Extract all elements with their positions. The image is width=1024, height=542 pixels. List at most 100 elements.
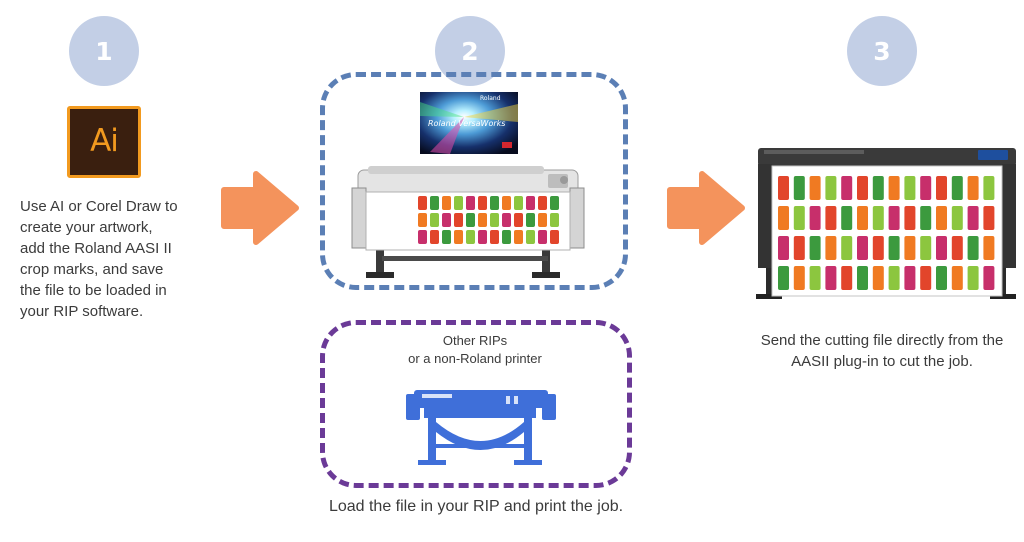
sticker-label [793, 266, 805, 290]
sticker-label [967, 176, 979, 200]
sticker-label [904, 176, 916, 200]
other-rip-box [320, 320, 632, 488]
sticker-label [809, 206, 821, 230]
sticker-label [526, 213, 535, 227]
sticker-label [809, 266, 821, 290]
sticker-label [920, 266, 932, 290]
step-1-line: your RIP software. [20, 303, 144, 320]
sticker-label [857, 176, 868, 200]
sticker-label [538, 196, 547, 210]
sticker-label [478, 196, 487, 210]
sticker-label [967, 266, 979, 290]
sticker-label [904, 206, 916, 230]
sticker-label [983, 266, 995, 290]
sticker-label [778, 206, 789, 230]
splash-brand: Roland [480, 95, 501, 102]
sticker-label [778, 176, 789, 200]
sticker-label [857, 236, 868, 260]
sticker-label [430, 230, 439, 244]
sticker-label [466, 230, 475, 244]
sticker-label [857, 266, 868, 290]
sticker-label [951, 206, 963, 230]
roland-printer-image [351, 166, 585, 278]
generic-printer-icon [406, 390, 556, 465]
splash-title: Roland VersaWorks [428, 119, 505, 128]
sticker-label [857, 206, 868, 230]
sticker-label [478, 230, 487, 244]
sticker-label [841, 266, 853, 290]
sticker-label [872, 206, 884, 230]
sticker-label [538, 213, 547, 227]
sticker-label [920, 236, 932, 260]
step-2-caption: Load the file in your RIP and print the … [328, 498, 624, 515]
sticker-label [502, 196, 511, 210]
other-rips-label: Other RIPs or a non-Roland printer [350, 332, 600, 368]
sticker-label [778, 266, 789, 290]
sticker-label [442, 230, 451, 244]
sticker-label [936, 176, 947, 200]
step-2-number: 2 [461, 36, 479, 66]
sticker-label [825, 206, 837, 230]
sticker-label [967, 206, 979, 230]
sticker-label [983, 176, 995, 200]
sticker-label [502, 230, 511, 244]
sticker-label [825, 176, 837, 200]
sticker-label [514, 213, 523, 227]
sticker-label [478, 213, 487, 227]
ai-icon-text: Ai [90, 123, 119, 159]
sticker-label [983, 236, 995, 260]
arrow-right-icon [221, 171, 299, 245]
step-1-circle: 1 [69, 16, 139, 86]
step-3-line: Send the cutting file directly from the [760, 332, 1004, 349]
sticker-label [872, 236, 884, 260]
sticker-label [936, 236, 947, 260]
sticker-label [888, 176, 900, 200]
roland-cutter-image [756, 148, 1016, 299]
sticker-label [888, 266, 900, 290]
sticker-label [904, 236, 916, 260]
sticker-label [904, 266, 916, 290]
sticker-label [430, 213, 439, 227]
sticker-label [793, 206, 805, 230]
sticker-label [418, 230, 427, 244]
step-1-line: Use AI or Corel Draw to [20, 198, 178, 215]
sticker-label [442, 213, 451, 227]
step-1-number: 1 [95, 36, 113, 66]
step-3-circle: 3 [847, 16, 917, 86]
sticker-label [454, 196, 463, 210]
step-1-line: add the Roland AASI II [20, 240, 172, 257]
sticker-label [951, 266, 963, 290]
sticker-label [454, 230, 463, 244]
sticker-label [825, 266, 837, 290]
sticker-label [793, 176, 805, 200]
sticker-label [825, 236, 837, 260]
sticker-label [841, 176, 853, 200]
sticker-label [872, 176, 884, 200]
other-rips-line: or a non-Roland printer [408, 351, 542, 366]
versaworks-splash-image: Roland Roland VersaWorks [420, 92, 518, 154]
sticker-label [809, 176, 821, 200]
sticker-label [888, 206, 900, 230]
sticker-label [967, 236, 979, 260]
sticker-label [841, 206, 853, 230]
sticker-label [490, 230, 499, 244]
sticker-label [466, 213, 475, 227]
sticker-label [454, 213, 463, 227]
roland-rip-box [320, 72, 628, 290]
sticker-label [442, 196, 451, 210]
sticker-label [430, 196, 439, 210]
sticker-label [936, 206, 947, 230]
sticker-label [550, 213, 559, 227]
sticker-label [983, 206, 995, 230]
sticker-label [538, 230, 547, 244]
sticker-label [502, 213, 511, 227]
sticker-label [466, 196, 475, 210]
other-rips-line: Other RIPs [442, 333, 508, 348]
step-3-number: 3 [873, 36, 891, 66]
sticker-label [951, 236, 963, 260]
sticker-label [418, 196, 427, 210]
sticker-label [550, 196, 559, 210]
sticker-label [550, 230, 559, 244]
sticker-label [809, 236, 821, 260]
sticker-label [418, 213, 427, 227]
